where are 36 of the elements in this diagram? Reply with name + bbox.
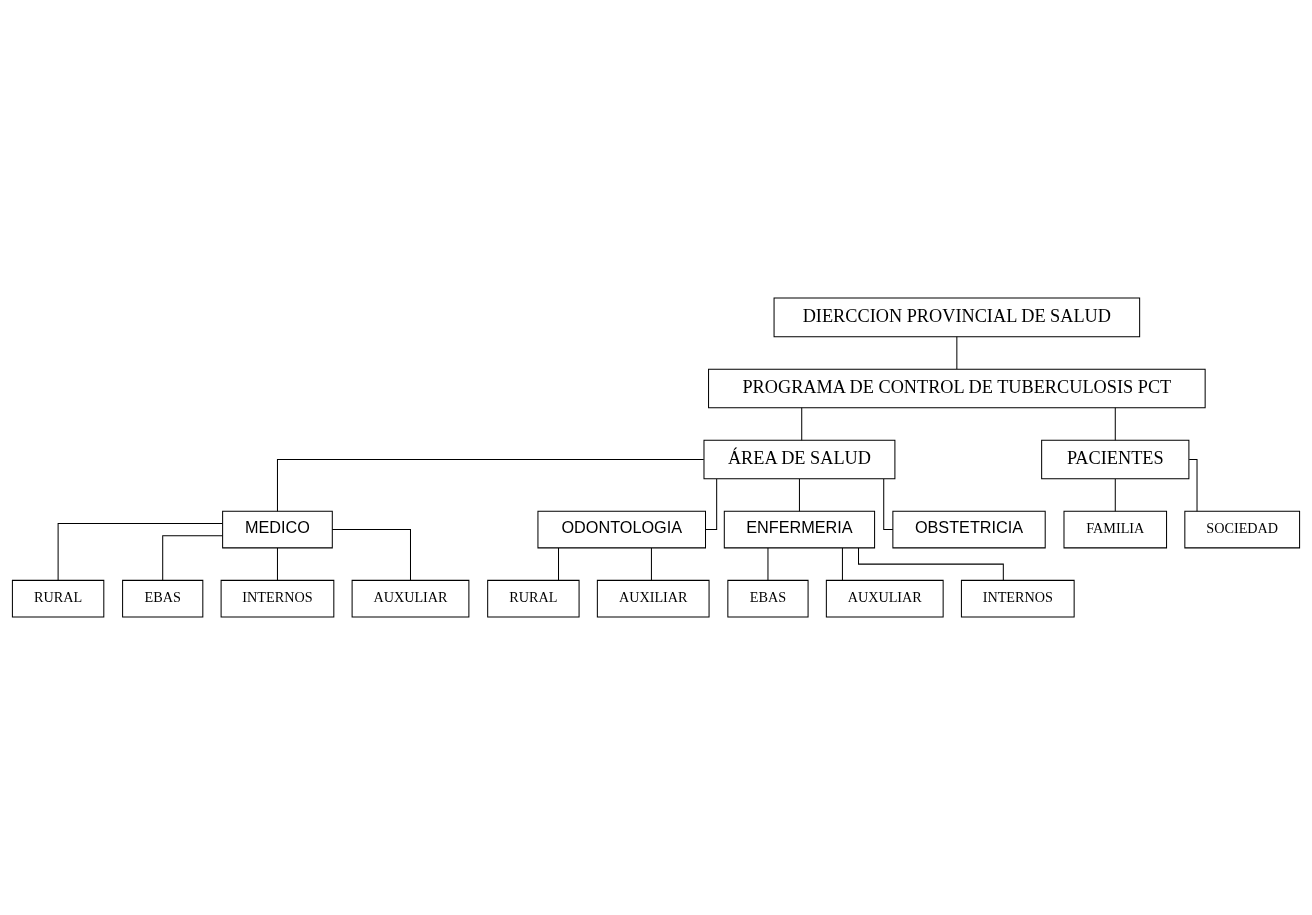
connector [558, 547, 559, 581]
node-box: MEDICO [222, 510, 333, 549]
node-box: INTERNOS [960, 579, 1075, 618]
connector [798, 478, 800, 512]
connector [1114, 407, 1116, 441]
connector [162, 535, 223, 581]
connector [883, 478, 894, 531]
node-box: EBAS [727, 579, 809, 618]
connector [57, 523, 223, 581]
node-box: SOCIEDAD [1184, 510, 1301, 549]
connector [1188, 459, 1198, 512]
connector [1114, 478, 1116, 512]
node-box: AUXULIAR [351, 579, 470, 618]
connector [276, 547, 278, 581]
node-box: PROGRAMA DE CONTROL DE TUBERCULOSIS PCT [708, 368, 1206, 409]
connector [650, 547, 652, 581]
node-box: AUXILIAR [596, 579, 710, 618]
connector [767, 547, 769, 581]
node-box: INTERNOS [220, 579, 335, 618]
node-box: ODONTOLOGIA [537, 510, 706, 549]
node-box: FAMILIA [1063, 510, 1168, 549]
connector [331, 529, 411, 581]
connector [841, 547, 843, 581]
node-box: RURAL [11, 579, 105, 618]
node-box: OBSTETRICIA [892, 510, 1046, 549]
node-box: EBAS [122, 579, 204, 618]
connector [956, 336, 958, 370]
connector [801, 407, 803, 441]
connector [276, 459, 705, 512]
node-box: ENFERMERIA [723, 510, 876, 549]
node-box: DIERCCION PROVINCIAL DE SALUD [773, 297, 1141, 338]
node-box: AUXULIAR [825, 579, 944, 618]
node-box: PACIENTES [1041, 439, 1190, 480]
node-box: RURAL [487, 579, 580, 618]
connector [705, 478, 718, 531]
node-box: ÁREA DE SALUD [703, 439, 896, 480]
